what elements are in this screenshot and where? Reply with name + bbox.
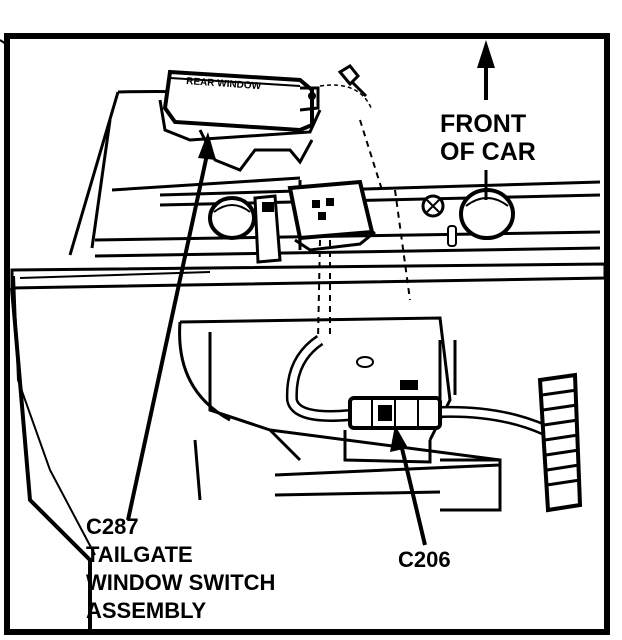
tailgate-switch-label-line2: WINDOW SWITCH xyxy=(86,570,275,595)
connector-c287-block xyxy=(287,179,376,252)
cavity-slot xyxy=(356,356,374,368)
c206-leader-line xyxy=(390,425,427,546)
tailgate-window-switch-assembly: REAR WINDOW xyxy=(158,69,322,172)
front-of-car-label-line2: OF CAR xyxy=(440,138,536,166)
harness-conduit-right xyxy=(537,372,583,513)
cavity-clip xyxy=(400,380,418,390)
connector-c206 xyxy=(348,396,442,430)
c206-label: C206 xyxy=(398,547,451,572)
tailgate-switch-label-line3: ASSEMBLY xyxy=(86,598,207,623)
c287-label: C287 xyxy=(86,514,139,539)
wiring-harness xyxy=(285,335,548,436)
c287-leader-line xyxy=(126,132,216,521)
tailgate-switch-label-line1: TAILGATE xyxy=(86,542,193,567)
switch-screw-icon xyxy=(319,64,373,111)
switch-face-label: REAR WINDOW xyxy=(186,76,262,92)
rail-slot xyxy=(447,225,457,247)
front-of-car-arrow xyxy=(477,40,495,200)
front-of-car-label-line1: FRONT xyxy=(440,110,526,138)
tailgate-body xyxy=(10,262,607,632)
corner-tick xyxy=(0,39,7,45)
rail-screw xyxy=(421,194,445,218)
mounting-bracket xyxy=(253,194,282,264)
diagram-frame xyxy=(4,33,610,635)
